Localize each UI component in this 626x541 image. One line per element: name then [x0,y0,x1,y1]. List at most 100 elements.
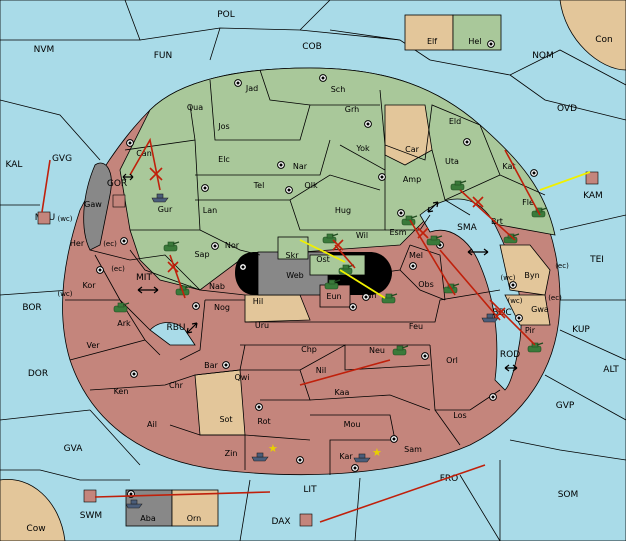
army-unit-icon[interactable] [338,264,355,275]
supply-center-dot [351,305,355,309]
land-label-her: Her [70,239,85,248]
home-depot-icon [83,489,97,503]
land-label-qua: Qua [187,103,203,112]
land-label-uta: Uta [445,157,459,166]
supply-center-dot [298,458,302,462]
land-label-chr: Chr [169,381,184,390]
support-arrow [539,171,591,191]
army-unit-icon[interactable] [381,293,398,304]
land-label-jad: Jad [245,84,258,93]
land-label-feu: Feu [409,322,423,331]
land-label-orl: Orl [446,356,458,365]
province-skr[interactable] [277,236,309,260]
land-label-ken: Ken [114,387,129,396]
sea-label-kam: KAM [583,191,603,201]
supply-center-dot [423,354,427,358]
land-label-nog: Nog [214,303,230,312]
supply-center-dot [287,188,291,192]
supply-center-dot [366,122,370,126]
land-label-qwi: Qwi [234,373,249,382]
sea-label-fro: FRO [440,474,459,484]
army-unit-icon[interactable] [322,233,339,244]
land-label-eun: Eun [326,292,341,301]
coast-label-wc2: (wc) [57,290,72,298]
sea-label-sma: SMA [457,223,477,233]
supply-center-dot [241,265,245,269]
sea-label-mit: MIT [136,273,152,283]
supply-center-dot [213,244,217,248]
fleet-unit-icon[interactable] [125,499,143,509]
land-label-jos: Jos [217,122,229,131]
land-label-skr: Skr [286,251,300,260]
land-label-kor: Kor [82,281,96,290]
coast-label-ec4: (ec) [548,294,562,302]
army-unit-icon[interactable] [531,207,548,218]
supply-center-dot [380,175,384,179]
land-label-sap: Sap [194,250,209,259]
sea-label-nvm: NVM [34,45,55,55]
coast-label-wc1: (wc) [57,215,72,223]
coast-label-ec1: (ec) [103,240,117,248]
home-depot-icon [37,211,51,225]
land-label-ver: Ver [86,341,100,350]
order-arrow [94,491,271,498]
supply-center-dot [203,186,207,190]
army-unit-icon[interactable] [392,345,409,356]
channel-rbu [149,322,196,346]
supply-center-dot [517,316,521,320]
province-elf[interactable] [404,14,454,51]
land-label-elf: Elf [427,37,437,46]
sea-label-fun: FUN [154,51,173,61]
land-label-car: Car [405,145,419,154]
sea-label-nom: NOM [532,51,554,61]
land-label-hel: Hel [468,37,481,46]
army-unit-icon[interactable] [113,302,130,313]
army-unit-icon[interactable] [324,279,341,290]
land-label-sot: Sot [219,415,232,424]
land-label-lan: Lan [203,206,217,215]
supply-center-dot [364,295,368,299]
supply-center-dot [129,492,133,496]
sea-label-gor: GOR [107,179,127,189]
land-label-obs: Obs [418,280,434,289]
land-label-byn: Byn [524,271,539,280]
army-unit-icon[interactable] [163,241,180,252]
land-label-can: Can [136,149,152,158]
land-label-rot: Rot [257,417,270,426]
land-label-tel: Tel [253,181,265,190]
supply-center-dot [257,405,261,409]
land-label-mel: Mel [409,251,423,260]
province-orn[interactable] [171,489,219,527]
order-arrow [439,249,501,321]
army-unit-icon[interactable] [426,235,443,246]
canal-arrows [122,173,518,372]
star-icon: ★ [268,442,278,455]
order-arrow [319,464,486,523]
land-label-elc: Elc [218,155,230,164]
fleet-unit-icon[interactable] [481,313,499,323]
land-label-olk: Olk [304,181,318,190]
support-arrow [299,239,346,263]
supply-center-dot [399,211,403,215]
fleet-unit-icon[interactable] [353,453,371,463]
land-label-ail: Ail [147,420,157,429]
order-arrow [169,254,186,299]
sea-label-lit: LIT [303,485,317,495]
land-label-gaw: Gaw [84,200,102,209]
fleet-unit-icon[interactable] [251,452,269,462]
land-label-los: Los [453,411,466,420]
sea-label-gvp: GVP [556,401,575,411]
land-label-gwa: Gwa [531,305,549,314]
supply-center-dot [236,81,240,85]
land-label-chp: Chp [301,345,317,354]
land-label-kar: Kar [339,452,353,461]
fleet-unit-icon[interactable] [151,193,169,203]
sea-label-tei: TEI [589,255,604,265]
land-label-nar: Nar [293,162,308,171]
sea-label-alt: ALT [603,365,619,375]
army-unit-icon[interactable] [450,180,467,191]
land-label-nab: Nab [209,282,225,291]
coast-label-ec2: (ec) [111,265,125,273]
